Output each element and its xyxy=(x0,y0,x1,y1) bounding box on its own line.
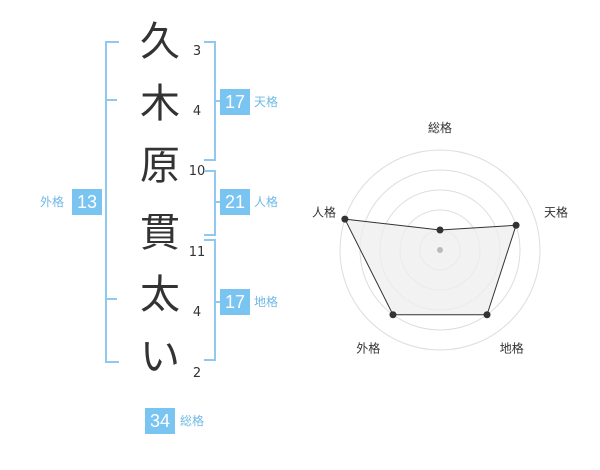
radar-center-dot xyxy=(437,247,443,253)
stroke-count-3: 10 xyxy=(188,164,206,179)
gaikaku-label: 外格 xyxy=(40,195,65,209)
radar-point-4 xyxy=(389,311,397,319)
name-char-1: 久 xyxy=(140,19,180,65)
radar-axis-label-4: 外格 xyxy=(356,341,380,356)
radar-point-2 xyxy=(512,221,520,229)
jinkaku-bracket xyxy=(204,170,216,236)
gaikaku-bracket xyxy=(105,41,119,363)
chikaku-connector xyxy=(214,301,222,303)
gaikaku-value-badge: 13 xyxy=(72,189,102,215)
radar-axis-label-3: 地格 xyxy=(500,341,524,356)
radar-point-5 xyxy=(341,215,349,223)
radar-point-3 xyxy=(483,311,491,319)
radar-grid-ring xyxy=(339,149,541,351)
gaikaku-tick-lower xyxy=(105,298,117,300)
soukaku-label: 総格 xyxy=(180,414,205,428)
radar-axis-label-1: 総格 xyxy=(428,120,452,135)
tenkaku-value-badge: 17 xyxy=(220,89,250,115)
radar-point-1 xyxy=(436,226,444,234)
radar-axis-label-2: 天格 xyxy=(544,204,568,219)
jinkaku-label: 人格 xyxy=(254,195,279,209)
gaikaku-tick-upper xyxy=(105,99,117,101)
name-char-3: 原 xyxy=(140,143,180,189)
stroke-count-4: 11 xyxy=(188,245,206,260)
tenkaku-connector xyxy=(214,100,222,102)
radar-series-polygon xyxy=(344,218,517,316)
tenkaku-label: 天格 xyxy=(254,95,279,109)
jinkaku-value-badge: 21 xyxy=(220,189,250,215)
soukaku-value-badge: 34 xyxy=(145,408,175,434)
name-char-5: 太 xyxy=(140,272,180,318)
stroke-count-2: 4 xyxy=(192,104,202,119)
name-char-2: 木 xyxy=(140,81,180,127)
chikaku-label: 地格 xyxy=(254,295,279,309)
name-char-6: い xyxy=(140,334,180,380)
stroke-count-1: 3 xyxy=(192,44,202,59)
chikaku-value-badge: 17 xyxy=(220,289,250,315)
stroke-count-6: 2 xyxy=(192,366,202,381)
jinkaku-connector xyxy=(214,201,222,203)
stroke-count-5: 4 xyxy=(192,305,202,320)
radar-axis-label-5: 人格 xyxy=(312,204,336,219)
chikaku-bracket xyxy=(204,239,216,361)
name-char-4: 貫 xyxy=(140,210,180,256)
